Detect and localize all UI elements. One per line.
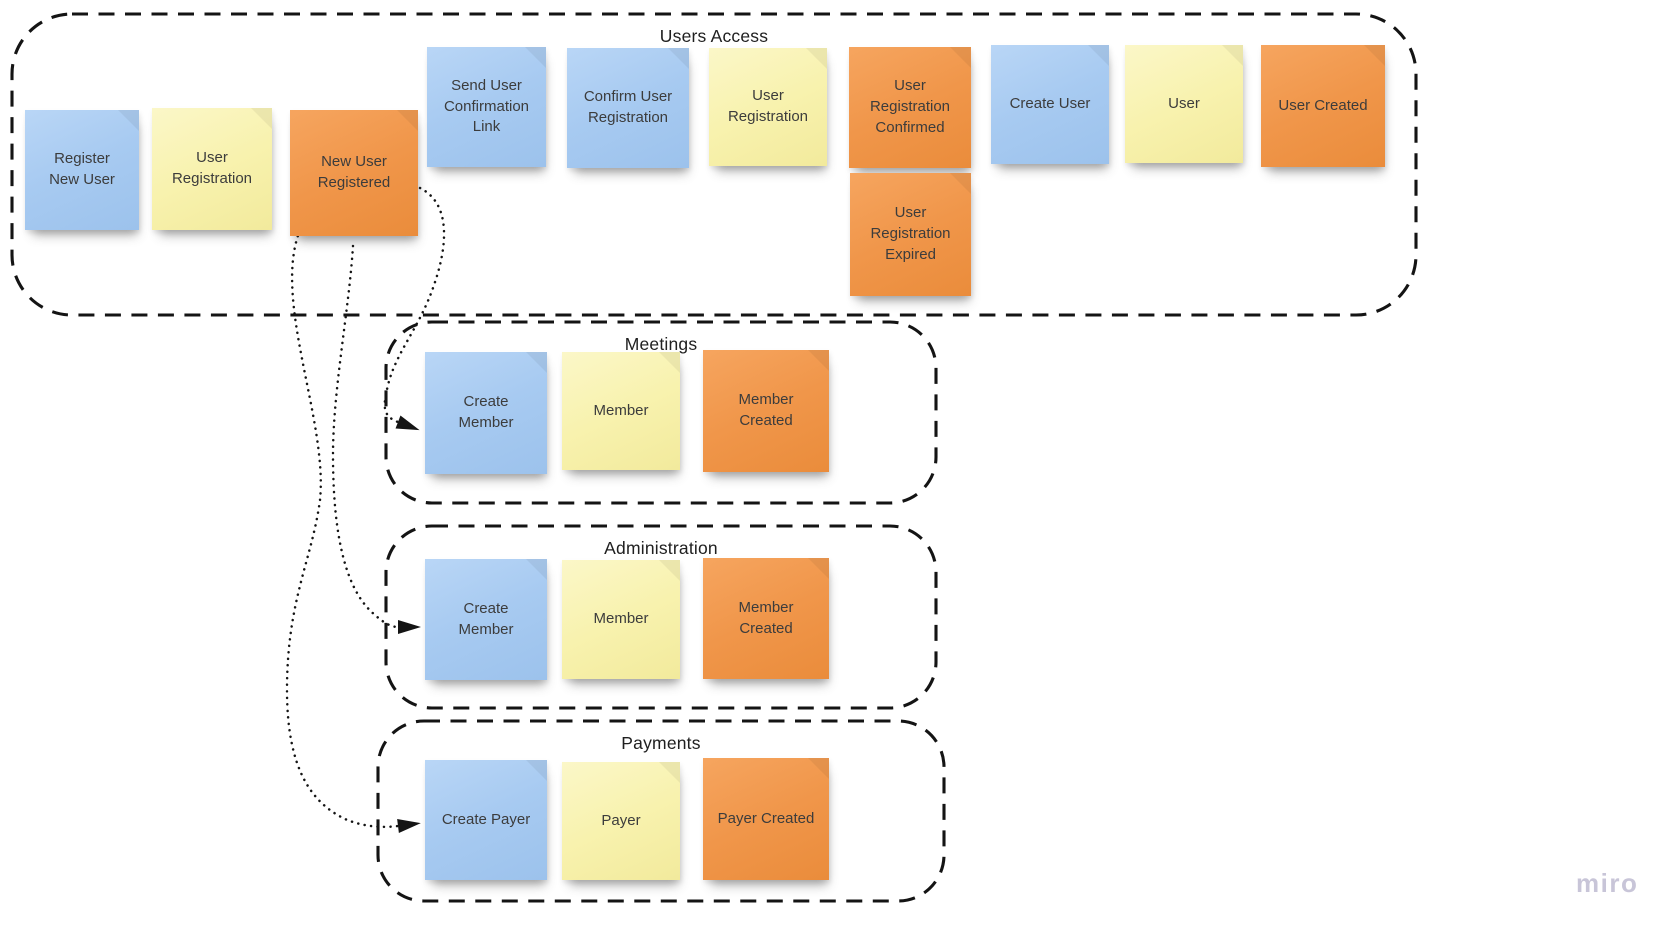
sticky-note-user-registration-confirmed[interactable]: User Registration Confirmed [849, 47, 971, 168]
connector-new-user-registered-to-meetings-create-member[interactable] [383, 186, 446, 431]
sticky-note-payments-create-payer[interactable]: Create Payer [425, 760, 547, 880]
sticky-note-meetings-member-created[interactable]: Member Created [703, 350, 829, 472]
sticky-note-user-created[interactable]: User Created [1261, 45, 1385, 167]
sticky-note-administration-member-created[interactable]: Member Created [703, 558, 829, 679]
group-outline-payments[interactable] [376, 719, 946, 903]
sticky-note-user-registration-expired[interactable]: User Registration Expired [850, 173, 971, 296]
sticky-note-create-user[interactable]: Create User [991, 45, 1109, 164]
connector-new-user-registered-to-administration-create-member[interactable] [331, 244, 421, 634]
sticky-note-user-registration[interactable]: User Registration [152, 108, 272, 230]
sticky-note-payments-payer-created[interactable]: Payer Created [703, 758, 829, 880]
sticky-note-user-registration-2[interactable]: User Registration [709, 48, 827, 166]
sticky-note-new-user-registered[interactable]: New User Registered [290, 110, 418, 236]
sticky-note-register-new-user[interactable]: Register New User [25, 110, 139, 230]
sticky-note-administration-create-member[interactable]: Create Member [425, 559, 547, 680]
sticky-note-send-user-confirmation-link[interactable]: Send User Confirmation Link [427, 47, 546, 167]
sticky-note-user[interactable]: User [1125, 45, 1243, 163]
connector-new-user-registered-to-payments-create-payer[interactable] [285, 228, 421, 833]
sticky-note-meetings-member[interactable]: Member [562, 352, 680, 470]
group-outline-users-access[interactable] [10, 12, 1418, 317]
sticky-note-meetings-create-member[interactable]: Create Member [425, 352, 547, 474]
sticky-note-administration-member[interactable]: Member [562, 560, 680, 679]
miro-watermark-logo: miro [1576, 868, 1639, 898]
sticky-note-payments-payer[interactable]: Payer [562, 762, 680, 880]
sticky-note-confirm-user-registration[interactable]: Confirm User Registration [567, 48, 689, 168]
